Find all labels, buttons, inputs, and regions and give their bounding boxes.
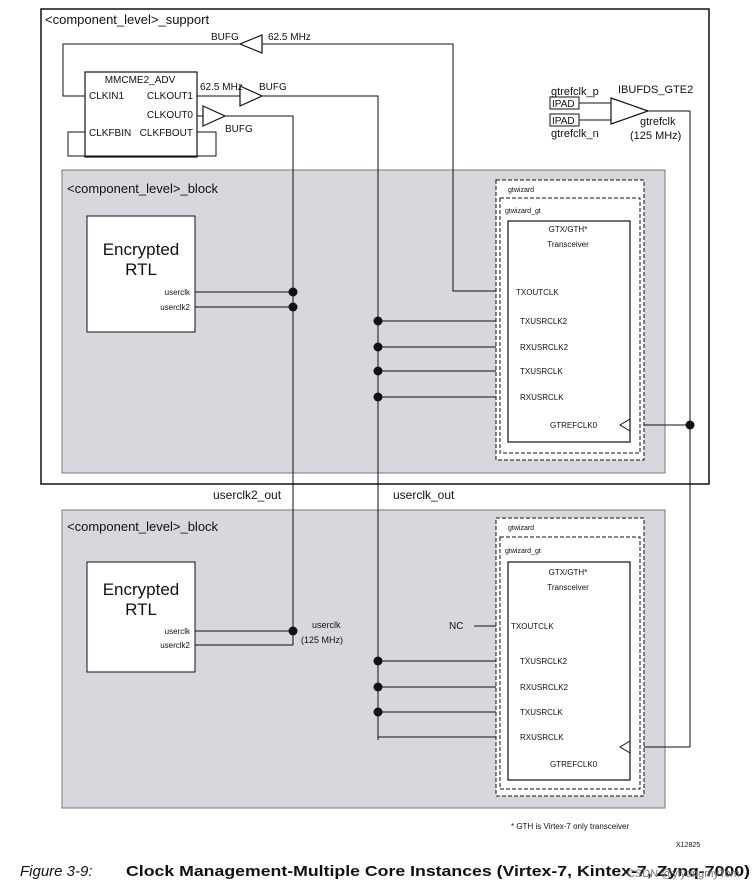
watermark: CSDN @yiyangmyTom bbox=[627, 868, 740, 880]
tx1-gtrefclk0: GTREFCLK0 bbox=[550, 421, 598, 430]
encrypted-rtl-2-line1: Encrypted bbox=[103, 580, 180, 599]
mmcm-clkfbin: CLKFBIN bbox=[89, 128, 131, 139]
tx1-txoutclk: TXOUTCLK bbox=[516, 288, 559, 297]
transceiver-2-line1: GTX/GTH* bbox=[549, 568, 588, 577]
ipad-n-box bbox=[549, 113, 580, 127]
mmcm-clkfbout: CLKFBOUT bbox=[140, 128, 193, 139]
tx1-txusrclk: TXUSRCLK bbox=[520, 367, 563, 376]
ibufds-pin-p: gtrefclk_p bbox=[551, 86, 599, 98]
transceiver-2 bbox=[507, 561, 631, 781]
gtwizard-gt-1-label: gtwizard_gt bbox=[505, 208, 541, 215]
transceiver-1-line1: GTX/GTH* bbox=[549, 225, 588, 234]
tx2-txusrclk2: TXUSRCLK2 bbox=[520, 657, 568, 666]
block-1-title: <component_level>_block bbox=[67, 181, 219, 196]
bufg-clkout1-buffer bbox=[239, 85, 264, 107]
encrypted-rtl-2 bbox=[86, 561, 196, 673]
figure-id: X12825 bbox=[676, 842, 700, 849]
tx2-txoutclk: TXOUTCLK bbox=[511, 622, 554, 631]
ibufds-buffer bbox=[610, 97, 650, 125]
rtl-2-userclk: userclk bbox=[165, 627, 191, 636]
gtwizard-gt-2-label: gtwizard_gt bbox=[505, 548, 541, 555]
mmcm-clkout1: CLKOUT1 bbox=[147, 91, 194, 102]
tx1-txusrclk2: TXUSRCLK2 bbox=[520, 317, 568, 326]
ipad-n-label: IPAD bbox=[552, 116, 575, 127]
bufg-top-buffer bbox=[238, 34, 263, 54]
tx2-rxusrclk2: RXUSRCLK2 bbox=[520, 683, 569, 692]
bufg-clkout0-label: BUFG bbox=[225, 124, 253, 135]
encrypted-rtl-2-line2: RTL bbox=[125, 600, 157, 619]
block-1-usrclk-nets bbox=[378, 321, 513, 397]
nc-label: NC bbox=[449, 621, 463, 632]
transceiver-1 bbox=[507, 220, 631, 443]
bufg-top-label: BUFG bbox=[211, 32, 239, 43]
bufg-clkout0-buffer bbox=[202, 105, 227, 127]
ibufds-name: IBUFDS_GTE2 bbox=[618, 84, 693, 96]
block-2-usrclk-nets bbox=[378, 661, 513, 737]
support-title: <component_level>_support bbox=[45, 12, 209, 27]
footnote: * GTH is Virtex-7 only transceiver bbox=[511, 822, 629, 831]
tx2-rxusrclk: RXUSRCLK bbox=[520, 733, 564, 742]
tx2-gtrefclk0: GTREFCLK0 bbox=[550, 760, 598, 769]
ibufds-out-freq: (125 MHz) bbox=[630, 130, 681, 142]
clkout1-freq: 62.5 MHz bbox=[200, 82, 243, 93]
ibufds-out-label: gtrefclk bbox=[640, 116, 676, 128]
ipad-p-box bbox=[549, 96, 580, 110]
userclk-net-label: userclk bbox=[312, 620, 341, 630]
mmcm-name: MMCME2_ADV bbox=[105, 75, 176, 86]
mmcm-clkin1: CLKIN1 bbox=[89, 91, 124, 102]
rtl-1-userclk: userclk bbox=[165, 288, 191, 297]
junction-dots bbox=[288, 287, 695, 717]
rtl-2-userclk2: userclk2 bbox=[160, 641, 190, 650]
gtwizard-1-label: gtwizard bbox=[508, 187, 534, 194]
gtwizard-2-label: gtwizard bbox=[508, 525, 534, 532]
encrypted-rtl-1-line2: RTL bbox=[125, 260, 157, 279]
caption-title: Clock Management-Multiple Core Instances… bbox=[126, 863, 750, 880]
userclk2-out-label: userclk2_out bbox=[213, 488, 282, 502]
userclk-out-label: userclk_out bbox=[393, 488, 455, 502]
tx1-rxusrclk2: RXUSRCLK2 bbox=[520, 343, 569, 352]
tx1-rxusrclk: RXUSRCLK bbox=[520, 393, 564, 402]
block-2-title: <component_level>_block bbox=[67, 519, 219, 534]
tx2-txusrclk: TXUSRCLK bbox=[520, 708, 563, 717]
mmcm-clkout0: CLKOUT0 bbox=[147, 110, 194, 121]
tx1-gtrefclk0-port bbox=[619, 418, 631, 432]
transceiver-1-line2: Transceiver bbox=[547, 240, 589, 249]
caption-prefix: Figure 3-9: bbox=[20, 863, 93, 880]
tx2-gtrefclk0-port bbox=[619, 740, 631, 754]
rtl-1-userclk2: userclk2 bbox=[160, 303, 190, 312]
bufg-top-freq: 62.5 MHz bbox=[268, 32, 311, 43]
mmcm-box bbox=[84, 71, 198, 158]
userclk-net-freq: (125 MHz) bbox=[301, 635, 343, 645]
ipad-p-label: IPAD bbox=[552, 99, 575, 110]
ibufds-pin-n: gtrefclk_n bbox=[551, 128, 599, 140]
encrypted-rtl-1 bbox=[86, 215, 196, 333]
transceiver-2-line2: Transceiver bbox=[547, 583, 589, 592]
encrypted-rtl-1-line1: Encrypted bbox=[103, 240, 180, 259]
bufg-clkout1-label: BUFG bbox=[259, 82, 287, 93]
